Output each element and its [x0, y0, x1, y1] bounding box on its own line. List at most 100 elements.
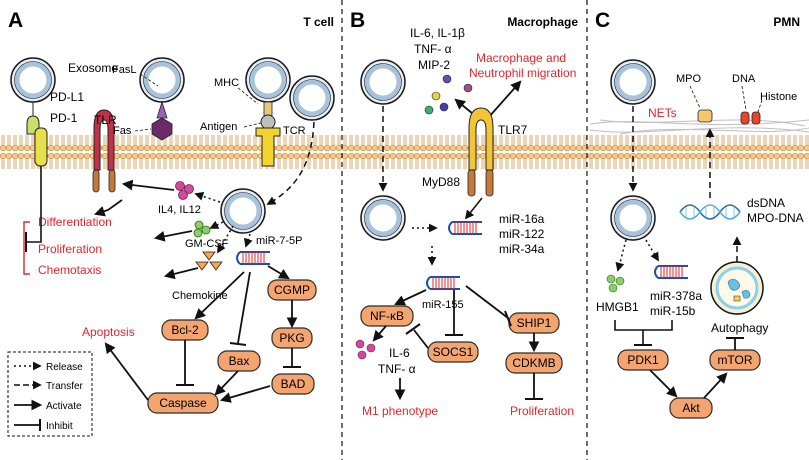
proliferation-outcome-b: Proliferation: [510, 404, 574, 418]
pd1-receptor: [34, 127, 48, 167]
cytokine-label-3: MIP-2: [418, 58, 450, 72]
fasl-label: FasL: [112, 64, 136, 76]
mtor-node: mTOR: [709, 349, 761, 371]
histone-protein-1: [740, 111, 750, 125]
panel-a-letter: A: [8, 9, 23, 32]
tcr-receptor: [255, 127, 281, 167]
svg-text:SOCS1: SOCS1: [433, 345, 474, 359]
antigen-particle: [260, 114, 276, 130]
mir-34a-label: miR-34a: [499, 242, 545, 256]
nfkb-node: NF-κB: [360, 305, 414, 327]
hmgb1-label: HMGB1: [596, 300, 639, 314]
tlr-receptor: [92, 109, 116, 193]
fas-label: Fas: [113, 125, 132, 137]
caspase-node: Caspase: [147, 392, 219, 414]
chemokine-label: Chemokine: [172, 290, 228, 302]
mir-16a-label: miR-16a: [499, 212, 545, 226]
panel-b-title: Macrophage: [507, 15, 578, 29]
mhc-label: MHC: [214, 77, 239, 89]
migration-label-2: Neutrophil migration: [469, 66, 576, 80]
mir-155-mirna: [426, 276, 461, 290]
mir-378a-label: miR-378a: [650, 289, 702, 303]
mir-122-label: miR-122: [499, 227, 545, 241]
mirna-b: [448, 221, 483, 235]
legend-activate: Activate: [46, 401, 82, 412]
cell-membrane: [0, 132, 809, 170]
panel-a-title: T cell: [303, 15, 334, 29]
svg-text:NF-κB: NF-κB: [370, 309, 404, 323]
legend-transfer: Transfer: [46, 381, 84, 392]
fas-receptor: [151, 117, 173, 141]
socs1-node: SOCS1: [427, 341, 479, 363]
proliferation-outcome: Proliferation: [38, 242, 102, 256]
exosome-vesicle-b: [361, 60, 405, 104]
myd88-label: MyD88: [422, 175, 460, 189]
cgmp-node: CGMP: [267, 279, 317, 301]
legend-inhibit: Inhibit: [46, 421, 73, 432]
bax-node: Bax: [217, 350, 261, 372]
transfer-vesicle: [290, 76, 334, 120]
mir-7-5p-label: miR-7-5P: [256, 235, 302, 247]
svg-text:PKG: PKG: [279, 331, 304, 345]
svg-text:Bax: Bax: [229, 354, 250, 368]
panel-c-letter: C: [595, 9, 610, 32]
mir-155-label: miR-155: [422, 299, 464, 311]
svg-text:Bcl-2: Bcl-2: [171, 323, 199, 337]
svg-text:CDKMB: CDKMB: [512, 356, 555, 370]
dsdna-label: dsDNA: [747, 196, 785, 210]
exosome-label: Exosome: [68, 61, 118, 75]
svg-text:Caspase: Caspase: [159, 396, 207, 410]
mir-15b-label: miR-15b: [650, 304, 696, 318]
mpo-protein: [697, 109, 713, 123]
differentiation-outcome: Differentiation: [38, 215, 112, 229]
legend-box: [7, 351, 93, 437]
svg-text:CGMP: CGMP: [274, 283, 310, 297]
il6-label: IL-6: [389, 346, 410, 360]
antigen-label: Antigen: [200, 121, 237, 133]
pd1-label: PD-1: [50, 111, 78, 125]
tlr7-receptor: [467, 107, 494, 197]
chemotaxis-outcome: Chemotaxis: [38, 263, 101, 277]
cytokine-label-1: IL-6, IL-1β: [410, 26, 465, 40]
cytokine-label-2: TNF- α: [414, 42, 452, 56]
svg-text:BAD: BAD: [281, 377, 306, 391]
nets-label: NETs: [648, 106, 677, 120]
pdl1-label: PD-L1: [50, 90, 84, 104]
pdl1-receptor: [26, 102, 40, 135]
intracellular-vesicle-c: [611, 196, 655, 240]
exosome-vesicle: [11, 58, 55, 102]
bad-node: BAD: [271, 373, 315, 395]
mirna-c: [654, 265, 689, 279]
cdkmb-node: CDKMB: [505, 352, 563, 374]
tlr7-label: TLR7: [498, 123, 528, 137]
pkg-node: PKG: [271, 327, 313, 349]
exosome-vesicle-c: [611, 60, 655, 104]
mpo-dna-label: MPO-DNA: [747, 211, 804, 225]
apoptosis-outcome: Apoptosis: [82, 325, 135, 339]
mhc-vesicle: [246, 58, 290, 102]
m1-phenotype-outcome: M1 phenotype: [362, 404, 438, 418]
dsdna-helix: [679, 204, 741, 220]
migration-label-1: Macrophage and: [476, 51, 566, 65]
panel-c-title: PMN: [773, 15, 800, 29]
tlr-label: TLR: [94, 113, 117, 127]
tnf-label: TNF- α: [378, 362, 416, 376]
autophagy-label: Autophagy: [711, 321, 768, 335]
histone-protein-2: [751, 111, 761, 125]
tcr-label: TCR: [283, 125, 306, 137]
mir-7-5p-mirna: [236, 251, 271, 265]
panel-b-letter: B: [350, 9, 365, 32]
legend-release: Release: [46, 362, 83, 373]
svg-text:PDK1: PDK1: [627, 353, 659, 367]
ship1-node: SHIP1: [508, 312, 560, 334]
svg-text:mTOR: mTOR: [717, 353, 752, 367]
intracellular-vesicle: [221, 189, 265, 233]
mpo-label: MPO: [676, 73, 702, 85]
svg-text:Akt: Akt: [682, 401, 700, 415]
intracellular-vesicle-b: [361, 196, 405, 240]
akt-node: Akt: [669, 397, 713, 419]
dna-label: DNA: [732, 73, 756, 85]
svg-text:SHIP1: SHIP1: [517, 316, 552, 330]
pdk1-node: PDK1: [617, 349, 669, 371]
histone-label: Histone: [760, 91, 797, 103]
